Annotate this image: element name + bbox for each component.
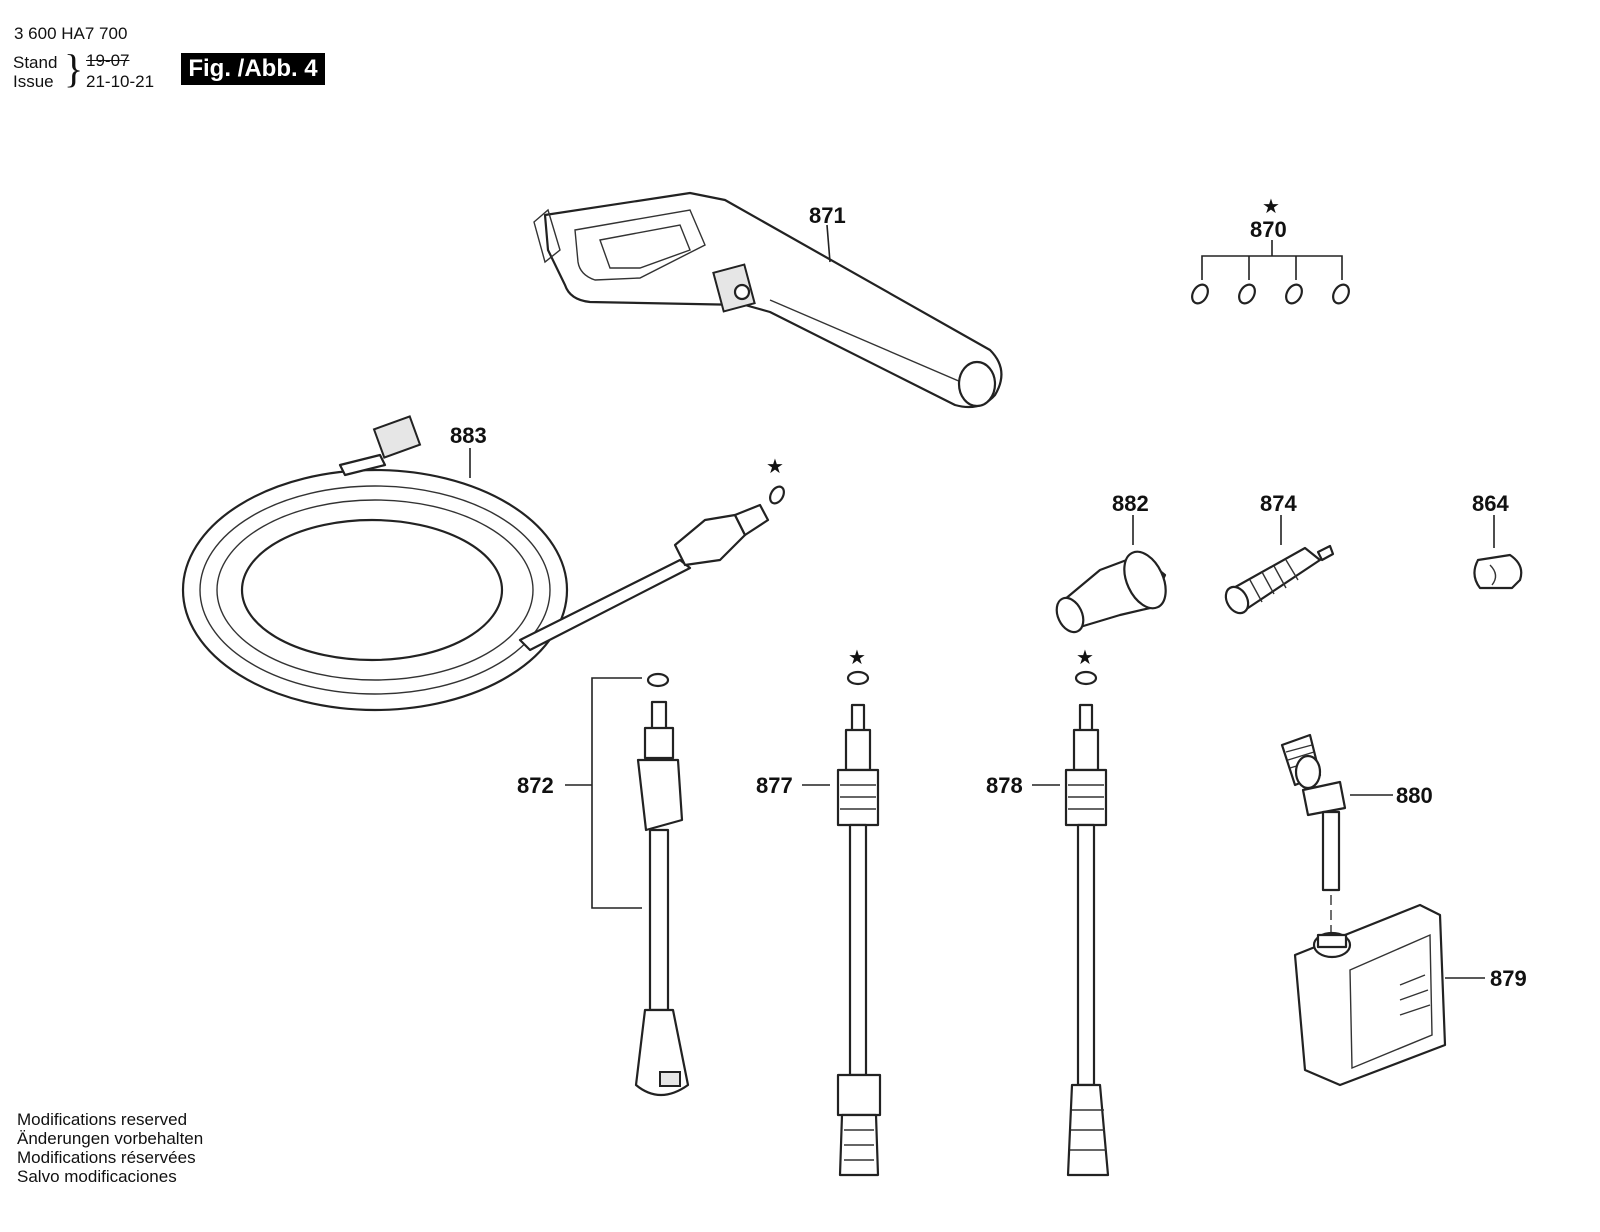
part-number-871: 871 <box>809 203 846 228</box>
hose-coil-883 <box>181 415 770 712</box>
part-number-880: 880 <box>1396 783 1433 808</box>
star-marker-870: ★ <box>1262 194 1280 218</box>
new-date: 21-10-21 <box>86 72 155 91</box>
part-number-877: 877 <box>756 773 793 798</box>
document-number: 3 600 HA7 700 <box>14 24 128 43</box>
part-number-874: 874 <box>1260 491 1297 516</box>
star-marker-877: ★ <box>848 645 866 669</box>
stand-label: Stand <box>13 53 58 72</box>
o-ring-hose <box>769 485 785 505</box>
part-number-882: 882 <box>1112 491 1149 516</box>
star-marker-hose: ★ <box>766 454 784 478</box>
leader-871 <box>826 224 831 263</box>
o-ring-set-870 <box>1191 240 1350 305</box>
part-number-883: 883 <box>450 423 487 448</box>
footer-note-fr: Modifications réservées <box>17 1148 196 1167</box>
clip-864 <box>1473 553 1523 590</box>
brace-divider: } <box>64 46 84 91</box>
part-number-879: 879 <box>1490 966 1527 991</box>
footer-note-en: Modifications reserved <box>17 1110 188 1129</box>
detergent-cap-880 <box>1280 733 1347 892</box>
footer-note-es: Salvo modificaciones <box>17 1167 177 1186</box>
issue-label: Issue <box>13 72 54 91</box>
bracket-872 <box>591 677 642 909</box>
part-number-878: 878 <box>986 773 1023 798</box>
nozzle-874 <box>1224 544 1335 615</box>
old-date: 19-07 <box>86 51 130 70</box>
lance-877 <box>836 670 882 1177</box>
lance-878 <box>1064 670 1110 1177</box>
detergent-tank-879 <box>1293 903 1447 1087</box>
footer-note-de: Änderungen vorbehalten <box>17 1129 204 1148</box>
part-number-870: 870 <box>1250 217 1287 242</box>
lance-872 <box>634 672 690 1097</box>
star-marker-878: ★ <box>1076 645 1094 669</box>
part-number-864: 864 <box>1472 491 1509 516</box>
part-number-872: 872 <box>517 773 554 798</box>
spray-gun-871 <box>533 191 1003 409</box>
adapter-882 <box>1055 550 1167 634</box>
figure-label: Fig. /Abb. 4 <box>181 53 325 85</box>
